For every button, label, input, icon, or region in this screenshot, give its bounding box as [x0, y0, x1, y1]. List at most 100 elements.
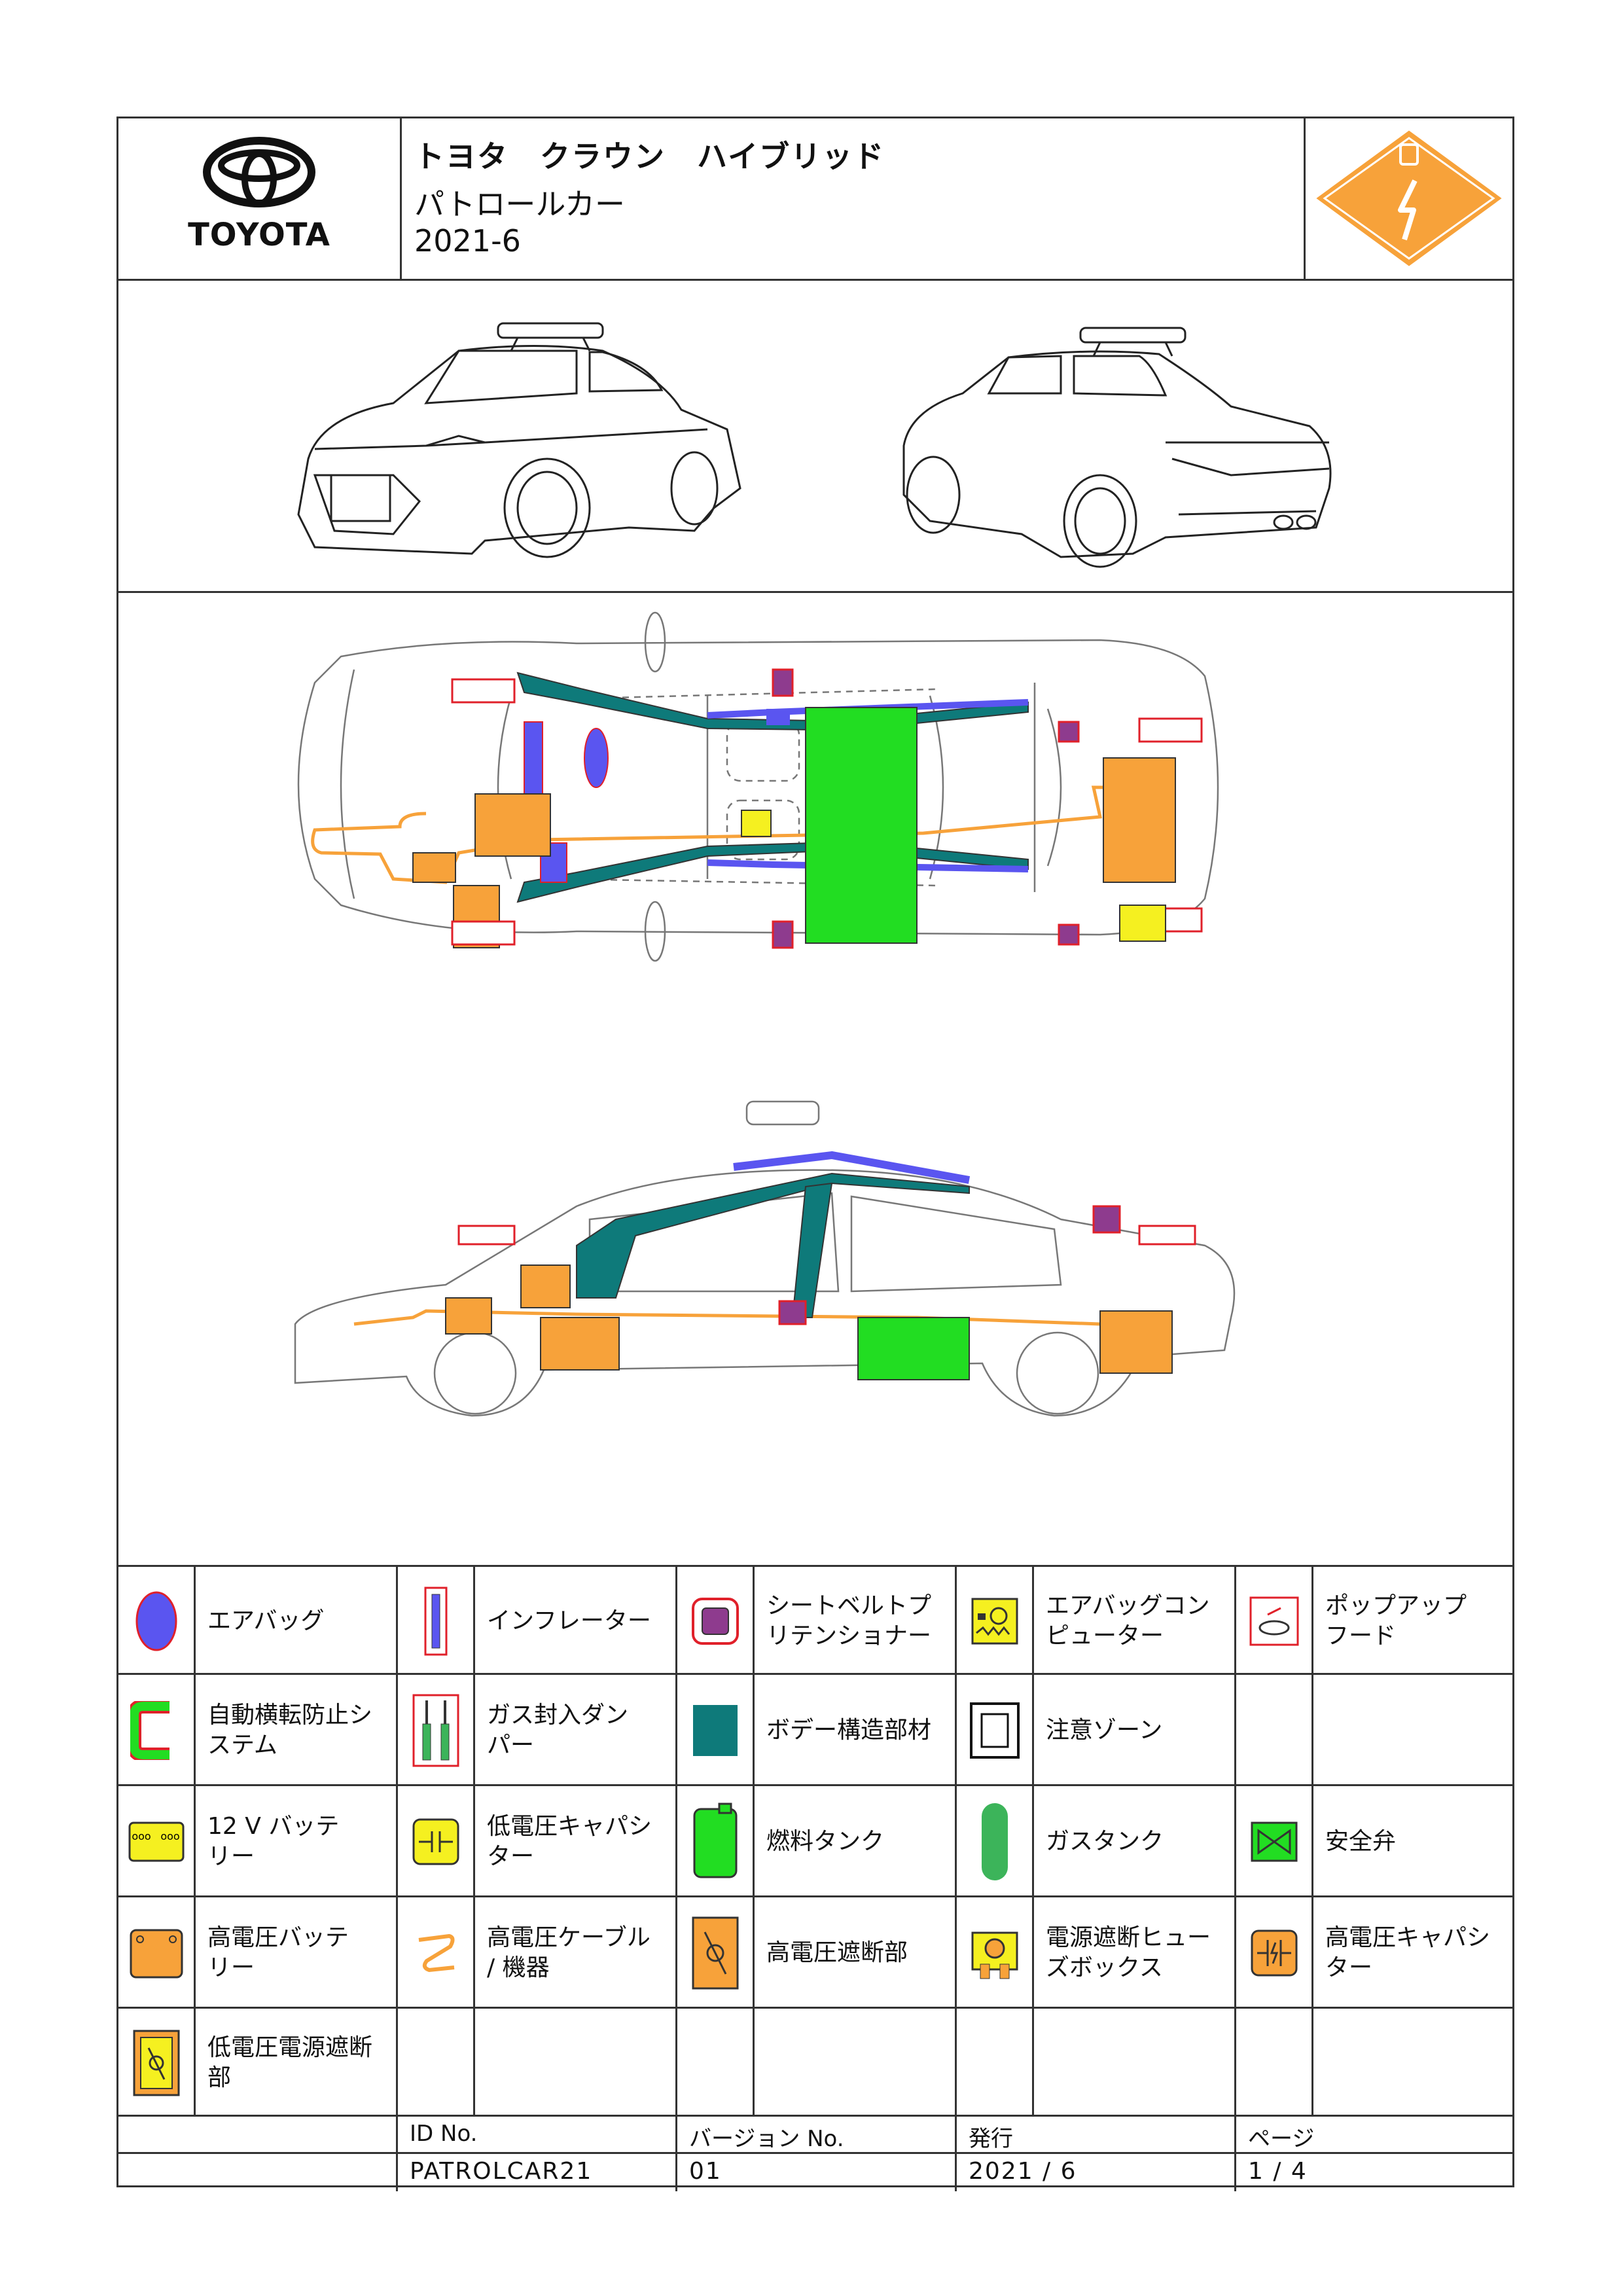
legend-cell: 燃料タンク [677, 1786, 957, 1897]
footer-header-cell: ページ [1236, 2117, 1516, 2154]
inflator-icon [398, 1567, 475, 1675]
legend-label [755, 2009, 957, 2117]
footer-header-label: 発行 [969, 2126, 1013, 2152]
legend-cell: 高電圧キャパシ ター [1236, 1897, 1516, 2009]
footer-header-cell: ID No. [398, 2117, 677, 2154]
legend-label: ガス封入ダン パー [475, 1675, 677, 1786]
hv-cable-icon [398, 1897, 475, 2009]
svg-text:ooo: ooo [160, 1830, 179, 1842]
legend-label: ポップアップ フード [1325, 1592, 1467, 1649]
lv-disconnect-icon [118, 2009, 196, 2117]
legend-label: 安全弁 [1325, 1828, 1397, 1855]
legend-cell [398, 2009, 677, 2117]
footer-value: 1 / 4 [1248, 2158, 1308, 2185]
legend-cell: ガスタンク [957, 1786, 1236, 1897]
legend-cell: 低電圧キャパシ ター [398, 1786, 677, 1897]
svg-text:ooo: ooo [132, 1830, 151, 1842]
legend-cell [677, 2009, 957, 2117]
legend-label: 注意ゾーン [1034, 1675, 1236, 1786]
footer-value-cell: 01 [677, 2154, 957, 2191]
legend-table: エアバッグインフレーターシートベルトプ リテンショナーエアバッグコン ピューター… [118, 1565, 1512, 2191]
legend-label: エアバッグコン ピューター [1034, 1567, 1236, 1675]
footer-value-cell: 2021 / 6 [957, 2154, 1236, 2191]
footer-value: 01 [689, 2158, 722, 2185]
footer-value-cell: PATROLCAR21 [398, 2154, 677, 2191]
legend-cell [957, 2009, 1236, 2117]
legend-label: エアバッグ [196, 1567, 398, 1675]
legend-label: 低電圧キャパシ ター [475, 1786, 677, 1897]
brand-name: TOYOTA [188, 217, 330, 253]
legend-label: 高電圧遮断部 [755, 1897, 957, 2009]
legend-cell: ボデー構造部材 [677, 1675, 957, 1786]
warning-cell [1304, 118, 1514, 279]
seatbelt-pretensioner-icon [677, 1567, 755, 1675]
rescue-sheet: TOYOTA トヨタ クラウン ハイブリッド パトロールカー 2021-6 [116, 117, 1514, 2191]
legend-label: ボデー構造部材 [755, 1675, 957, 1786]
lv-capacitor-icon [398, 1786, 475, 1897]
fuel-tank-icon [677, 1786, 755, 1897]
footer-value: PATROLCAR21 [410, 2158, 593, 2185]
fuse-box-icon [957, 1897, 1034, 2009]
footer-header-label: ページ [1248, 2126, 1315, 2152]
car-front-view-illustration [297, 322, 1332, 568]
airbag-computer-icon [957, 1567, 1034, 1675]
legend-label: 低電圧電源遮断 部 [196, 2009, 398, 2117]
legend-cell: 低電圧電源遮断 部 [118, 2009, 398, 2117]
footer-header-label: ID No. [410, 2121, 478, 2147]
vehicle-title: トヨタ クラウン ハイブリッド [414, 139, 885, 174]
legend-cell: 高電圧ケーブル / 機器 [398, 1897, 677, 2009]
legend-label: 高電圧バッテ リー [196, 1897, 398, 2009]
hv-battery-icon [118, 1897, 196, 2009]
footer-blank-cell [118, 2117, 398, 2154]
component-layout-views [118, 591, 1512, 1565]
safety-valve-icon [1236, 1786, 1313, 1897]
legend-row: 高電圧バッテ リー高電圧ケーブル / 機器高電圧遮断部電源遮断ヒュー ズボックス… [118, 1895, 1512, 2009]
footer-header-row: ID No. バージョン No. 発行 ページ [118, 2115, 1512, 2154]
body-structure-icon [677, 1675, 755, 1786]
toyota-logo-icon [203, 137, 315, 207]
legend-cell: 高電圧バッテ リー [118, 1897, 398, 2009]
vehicle-variant: パトロールカー [414, 187, 625, 222]
airbag-icon [118, 1567, 196, 1675]
footer-value: 2021 / 6 [969, 2158, 1077, 2185]
footer-blank-cell [118, 2154, 398, 2191]
legend-label: 電源遮断ヒュー ズボックス [1034, 1897, 1236, 2009]
legend-cell: 注意ゾーン [957, 1675, 1236, 1786]
legend-label [475, 2009, 677, 2117]
popup-hood-icon [1236, 1567, 1313, 1675]
legend-cell: インフレーター [398, 1567, 677, 1675]
empty-icon-cell [1236, 1675, 1313, 1786]
exterior-views [118, 279, 1512, 593]
legend-label: 高電圧ケーブル / 機器 [475, 1897, 677, 2009]
legend-cell: シートベルトプ リテンショナー [677, 1567, 957, 1675]
hv-disconnect-icon [677, 1897, 755, 2009]
empty-icon-cell [398, 2009, 475, 2117]
logo-cell: TOYOTA [118, 118, 402, 279]
legend-cell: 自動横転防止シ ステム [118, 1675, 398, 1786]
legend-label: ガスタンク [1034, 1786, 1236, 1897]
gas-damper-icon [398, 1675, 475, 1786]
legend-label: 12 V バッテ リー [196, 1786, 398, 1897]
legend-label: 燃料タンク [755, 1786, 957, 1897]
empty-icon-cell [1236, 2009, 1313, 2117]
empty-icon-cell [957, 2009, 1034, 2117]
vehicle-date: 2021-6 [414, 223, 521, 259]
legend-row: 低電圧電源遮断 部 [118, 2007, 1512, 2117]
legend-cell: ポップアップ フード [1236, 1567, 1516, 1675]
legend-row: エアバッグインフレーターシートベルトプ リテンショナーエアバッグコン ピューター… [118, 1565, 1512, 1675]
gas-tank-icon [957, 1786, 1034, 1897]
legend-label: シートベルトプ リテンショナー [755, 1567, 957, 1675]
legend-cell: 電源遮断ヒュー ズボックス [957, 1897, 1236, 2009]
legend-label: 高電圧キャパシ ター [1325, 1924, 1491, 1981]
legend-cell: 高電圧遮断部 [677, 1897, 957, 2009]
legend-cell: 安全弁 [1236, 1786, 1516, 1897]
legend-cell [1236, 1675, 1516, 1786]
legend-row: 自動横転防止シ ステムガス封入ダン パーボデー構造部材注意ゾーン [118, 1673, 1512, 1786]
header: TOYOTA トヨタ クラウン ハイブリッド パトロールカー 2021-6 [118, 118, 1512, 281]
legend-cell: エアバッグコン ピューター [957, 1567, 1236, 1675]
legend-label [1313, 1675, 1516, 1786]
footer-header-cell: バージョン No. [677, 2117, 957, 2154]
